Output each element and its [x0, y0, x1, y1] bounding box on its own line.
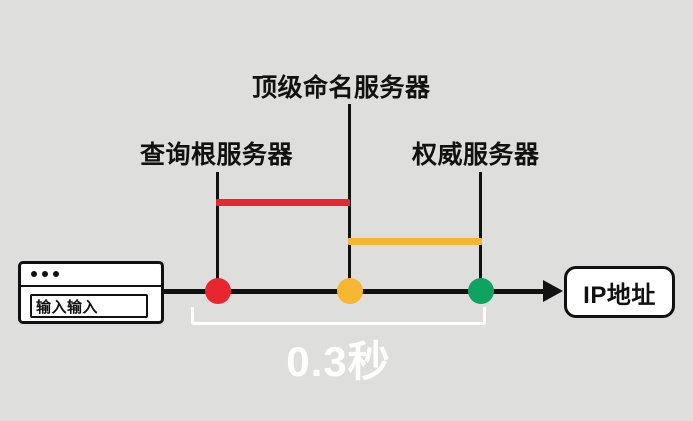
top-level-server-node — [337, 278, 363, 304]
duration-value: 0.3秒 — [286, 338, 391, 385]
browser-dot-icon — [31, 271, 37, 277]
address-bar-input[interactable] — [30, 294, 148, 318]
duration-bracket — [191, 307, 486, 325]
root-server-leader-line — [216, 172, 219, 290]
top-level-server-leader-line — [348, 104, 351, 290]
root-server-label: 查询根服务器 — [140, 141, 294, 169]
browser-dot-icon — [53, 271, 59, 277]
authoritative-server-leader-line — [479, 172, 482, 290]
browser-window-dots — [31, 271, 59, 277]
authoritative-server-node — [468, 278, 494, 304]
tld-to-authoritative-span-bar — [348, 238, 482, 245]
ip-address-result-box: IP地址 — [564, 266, 675, 318]
timeline-arrow-icon — [543, 280, 563, 302]
browser-dot-icon — [42, 271, 48, 277]
root-server-node — [205, 278, 231, 304]
root-to-tld-span-bar — [216, 199, 350, 206]
authoritative-server-label: 权威服务器 — [412, 141, 540, 169]
browser-toolbar-divider — [21, 285, 161, 287]
top-level-server-label: 顶级命名服务器 — [252, 74, 431, 102]
ip-address-result-label: IP地址 — [583, 281, 656, 309]
browser-window — [18, 261, 164, 324]
